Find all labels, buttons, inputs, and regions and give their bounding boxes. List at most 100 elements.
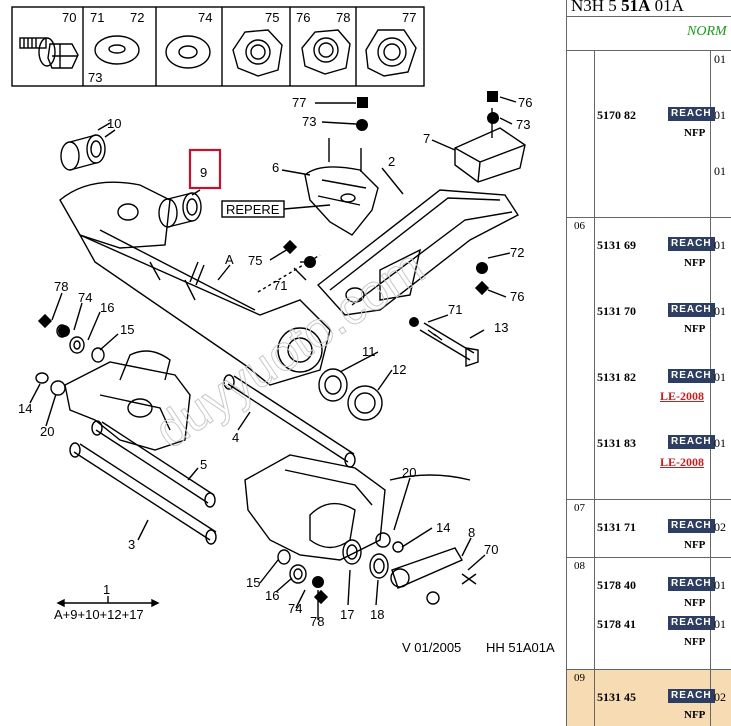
part-reference[interactable]: 5131 70 (597, 304, 636, 318)
part-label: 72 (510, 245, 524, 260)
hardware-legend-box (11, 6, 425, 87)
part-label: 3 (128, 537, 135, 552)
label-71: 71 (90, 10, 104, 25)
part-label: 71 (273, 278, 287, 293)
bush-10 (60, 122, 111, 171)
repere-label: REPERE (226, 202, 280, 217)
part-label: 76 (510, 289, 524, 304)
status-label: NFP (684, 636, 706, 648)
bolt-icon (19, 37, 79, 69)
part-label: 73 (516, 117, 530, 132)
parts-list-panel: N3H 5 51A 01A NORM 01 01 01 5170 82 REAC… (566, 0, 731, 726)
status-label: NFP (684, 539, 706, 551)
group-number: 09 (574, 672, 585, 684)
label-73: 73 (88, 70, 102, 85)
group-number: 08 (574, 560, 585, 572)
part-label: 11 (362, 344, 376, 359)
part-label: 18 (370, 607, 384, 622)
rear-bracket (244, 454, 471, 561)
part-label: 71 (448, 302, 462, 317)
status-label: NFP (684, 257, 706, 269)
lower-bracket (64, 350, 191, 451)
label-78: 78 (336, 10, 350, 25)
quantity: 01 (714, 238, 726, 252)
le-2008-link[interactable]: LE-2008 (660, 389, 705, 403)
part-group: 06 5131 69 REACH NFP 01 5131 70 REACH NF… (567, 217, 731, 499)
part-label: 20 (402, 465, 416, 480)
part-label: 74 (288, 601, 302, 616)
part-label: 1 (103, 582, 110, 597)
divider (567, 16, 731, 17)
part-label: 6 (272, 160, 279, 175)
part-label: 14 (436, 520, 450, 535)
mount-7 (454, 108, 526, 183)
exploded-parts-diagram: REPERE duyyuoto.com 70 71 72 74 75 76 78… (11, 6, 555, 655)
watermark: duyyuoto.com (145, 239, 434, 459)
part-label: 13 (494, 320, 508, 335)
group-number: 07 (574, 502, 585, 514)
diagram-date: V 01/2005 (402, 640, 461, 655)
reach-badge: REACH (668, 519, 715, 533)
reach-badge: REACH (668, 577, 715, 591)
quantity: 02 (714, 690, 726, 704)
part-reference[interactable]: 5131 45 (597, 690, 636, 704)
reach-badge: REACH (668, 237, 715, 251)
washer-icon (94, 35, 140, 65)
part-label: 75 (248, 253, 262, 268)
link-8 (391, 547, 464, 589)
quantity: 01 (714, 436, 726, 450)
part-label: 12 (392, 362, 406, 377)
part-label: 5 (200, 457, 207, 472)
page-title: N3H 5 51A 01A (571, 0, 684, 15)
part-label: 73 (302, 114, 316, 129)
part-label: 77 (292, 95, 306, 110)
status-label: NFP (684, 127, 706, 139)
part-label: 15 (120, 322, 134, 337)
label-70: 70 (62, 10, 76, 25)
part-reference[interactable]: 5170 82 (597, 108, 636, 122)
reach-badge: REACH (668, 689, 715, 703)
part-label: 16 (100, 300, 114, 315)
quantity: 01 (714, 617, 726, 631)
part-label: 70 (484, 542, 498, 557)
crossmember-a (59, 181, 331, 386)
part-label: 76 (518, 95, 532, 110)
label-74: 74 (198, 10, 212, 25)
norm-header: NORM (687, 24, 727, 39)
part-label: 20 (40, 424, 54, 439)
group-number: 06 (574, 220, 585, 232)
quantity: 01 (714, 370, 726, 384)
label-72: 72 (130, 10, 144, 25)
label-77: 77 (402, 10, 416, 25)
reach-badge: REACH (668, 435, 715, 449)
part-label: 78 (54, 279, 68, 294)
part-group: 01 01 01 5170 82 REACH NFP (567, 50, 731, 217)
label-75: 75 (265, 10, 279, 25)
part-label: 4 (232, 430, 239, 445)
reach-badge: REACH (668, 369, 715, 383)
label-76: 76 (296, 10, 310, 25)
reach-badge: REACH (668, 303, 715, 317)
part-label: 78 (310, 614, 324, 629)
status-label: NFP (684, 323, 706, 335)
reach-badge: REACH (668, 616, 715, 630)
part-label: 7 (423, 131, 430, 146)
part-reference[interactable]: 5178 40 (597, 578, 636, 592)
part-reference[interactable]: 5131 83 (597, 436, 636, 450)
bolt-4 (223, 374, 356, 468)
quantity: 01 (714, 108, 726, 122)
part-group: 07 5131 71 REACH NFP 02 (567, 499, 731, 557)
le-2008-link[interactable]: LE-2008 (660, 455, 705, 469)
part-reference[interactable]: 5131 69 (597, 238, 636, 252)
part-reference[interactable]: 5131 82 (597, 370, 636, 384)
diagram-code: HH 51A01A (486, 640, 555, 655)
quantity: 01 (714, 304, 726, 318)
highlight-box-9[interactable] (188, 148, 222, 190)
torque-arm-2 (316, 189, 520, 316)
part-reference[interactable]: 5131 71 (597, 520, 636, 534)
quantity: 01 (714, 52, 726, 66)
bolt-5 (91, 420, 216, 508)
assembly-formula: A+9+10+12+17 (54, 607, 144, 622)
part-reference[interactable]: 5178 41 (597, 617, 636, 631)
part-label: 16 (265, 588, 279, 603)
